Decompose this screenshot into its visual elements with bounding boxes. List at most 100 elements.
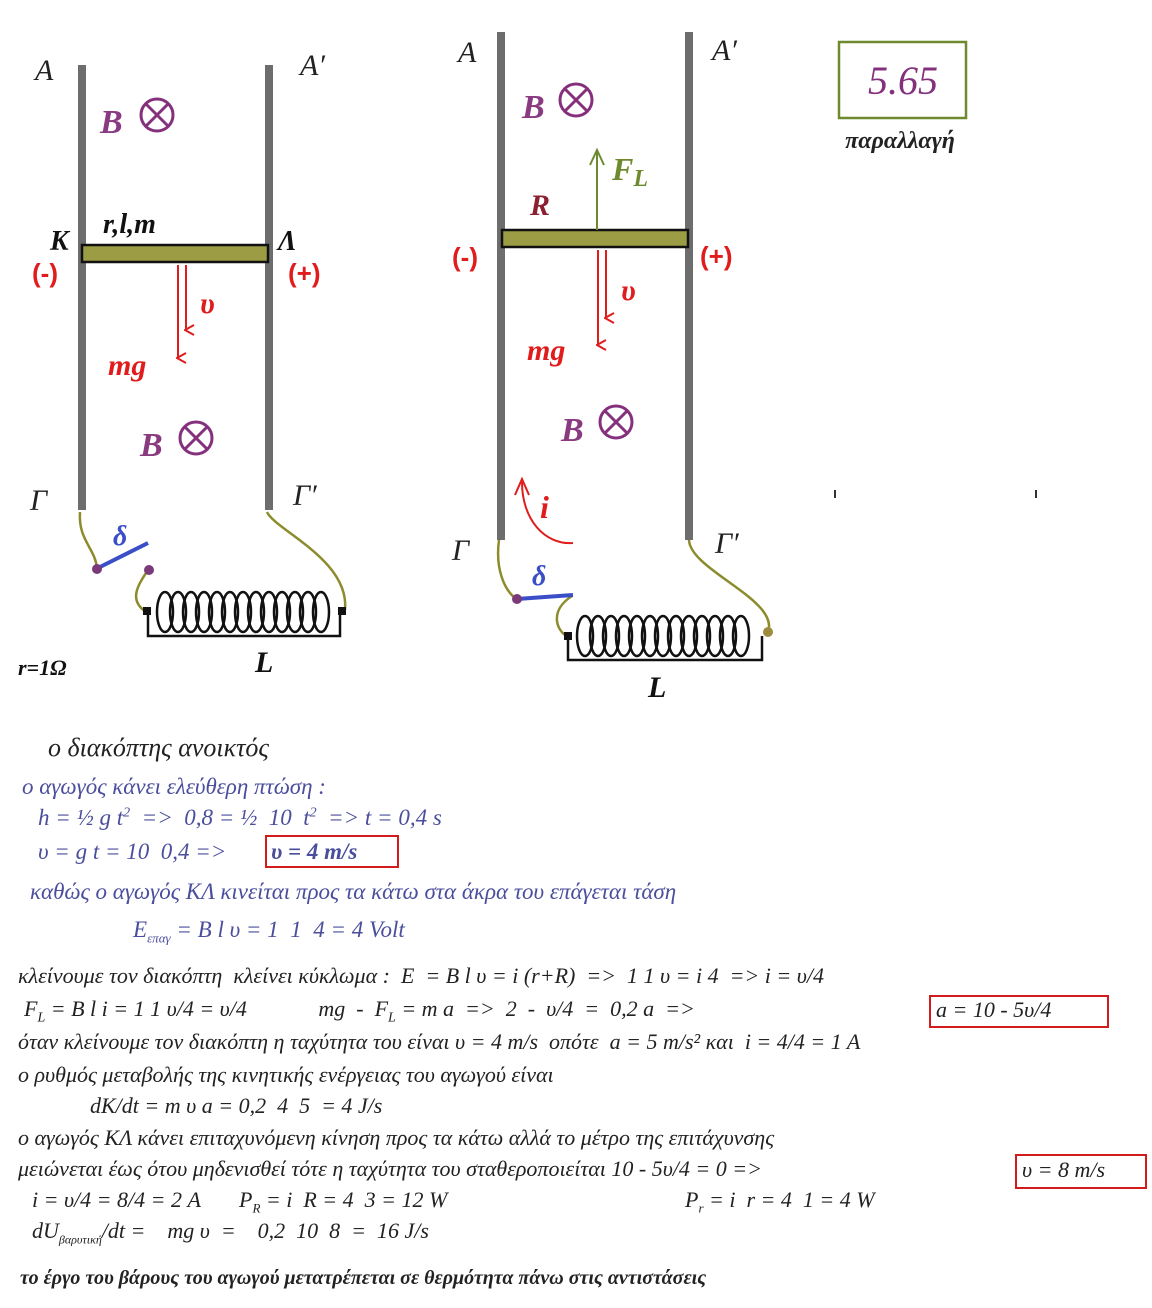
left-wire-right	[265, 511, 347, 611]
right-force-arrowhead	[589, 147, 605, 166]
right-field-bottom-icon	[598, 404, 634, 440]
left-plus-label: (+)	[288, 258, 321, 288]
line-13-part-f: = i r = 4 1 = 4 W	[703, 1187, 875, 1212]
line-5-part-c: = B l υ = 1 1 4 = 4 Volt	[170, 917, 405, 942]
left-label-bottom-left: Γ	[29, 484, 49, 517]
left-label-top-right: Α′	[298, 49, 325, 82]
line-14-part-a: dU	[32, 1218, 59, 1243]
left-velocity-label: υ	[200, 287, 215, 320]
line-14-sub: βαρυτική	[58, 1232, 102, 1247]
line-13-part-c: = i R = 4 3 = 12 W	[260, 1187, 448, 1212]
right-force-main: F	[611, 151, 633, 187]
left-minus-label: (-)	[32, 258, 58, 288]
badge-subtitle: παραλλαγή	[845, 128, 955, 154]
right-wire-right	[687, 539, 771, 633]
solution-line-4: καθώς ο αγωγός ΚΛ κινείται προς τα κάτω …	[30, 879, 677, 904]
left-field-bottom-label: B	[139, 427, 163, 464]
right-minus-label: (-)	[452, 242, 478, 272]
right-field-bottom-label: B	[560, 412, 584, 449]
line-2-part-e: => t = 0,4 s	[316, 805, 442, 830]
right-velocity-label: υ	[621, 274, 636, 307]
left-wire-middle	[134, 569, 150, 614]
right-current-label: i	[540, 489, 549, 525]
stray-mark-left	[834, 490, 836, 498]
result-box-velocity-1	[265, 835, 399, 868]
right-label-bottom-left: Γ	[451, 534, 471, 567]
problem-badge: 5.65 παραλλαγή	[837, 40, 968, 154]
line-2-exp-1: 2	[123, 805, 131, 821]
right-rod-label: R	[529, 189, 550, 222]
right-label-top-right: Α′	[710, 34, 737, 67]
left-resistance-label: r=1Ω	[18, 655, 67, 680]
left-field-top-label: B	[99, 104, 123, 141]
left-switch-blade	[97, 541, 149, 570]
right-rail-right	[685, 32, 693, 540]
right-plus-label: (+)	[700, 241, 733, 271]
solution-line-7: FL = B l i = 1 1 υ/4 = υ/4 mg - FL = m a…	[24, 998, 695, 1025]
solution-line-8: όταν κλείνουμε τον διακόπτη η ταχύτητα τ…	[18, 1029, 861, 1054]
line-2-exp-2: 2	[309, 805, 317, 821]
left-coil-terminal-left	[143, 607, 151, 615]
right-field-top-label: B	[521, 89, 545, 126]
solution-line-13-right: Pr = i r = 4 1 = 4 W	[685, 1187, 875, 1216]
left-coil-label: L	[254, 646, 273, 679]
left-rod-end-k: Κ	[49, 226, 71, 257]
right-coil-terminal-right	[763, 627, 773, 637]
line-7-part-e: = m a => 2 - υ/4 = 0,2 a =>	[395, 996, 695, 1021]
left-rod-end-l: Λ	[276, 226, 297, 257]
left-switch-contact	[144, 565, 154, 575]
line-13-sub-r: R	[252, 1200, 261, 1216]
right-switch-blade	[516, 593, 574, 601]
result-box-acceleration	[929, 995, 1109, 1028]
right-wire-left	[496, 539, 516, 599]
left-rod	[80, 243, 270, 264]
left-switch-label: δ	[113, 521, 127, 552]
left-label-top-left: Α	[33, 54, 54, 87]
line-7-sub-2: L	[388, 1010, 396, 1026]
left-rod-label: r,l,m	[103, 209, 156, 240]
left-rail-left	[78, 65, 86, 510]
solution-line-9: ο ρυθμός μεταβολής της κινητικής ενέργει…	[18, 1062, 554, 1087]
badge-frame	[837, 40, 968, 120]
solution-line-5: Eεπαγ = B l υ = 1 1 4 = 4 Volt	[133, 918, 405, 945]
line-7-part-a: F	[24, 996, 38, 1021]
right-diagram: Α Α′ Γ Γ′ B B FL R (-) (+) υ mg i δ L	[451, 32, 773, 704]
solution-line-12: μειώνεται έως ότου μηδενισθεί τότε η ταχ…	[18, 1156, 762, 1181]
line-14-part-c: /dt = mg υ = 0,2 10 8 = 16 J/s	[101, 1218, 429, 1243]
circuit-diagrams: Α Α′ Γ Γ′ B B r,l,m Κ Λ (-) (+) υ mg δ L…	[18, 32, 1037, 704]
left-rail-right	[265, 65, 273, 510]
solution-line-1: ο αγωγός κάνει ελεύθερη πτώση :	[22, 774, 326, 799]
solution-heading: ο διακόπτης ανοικτός	[48, 733, 269, 762]
right-label-bottom-right: Γ′	[714, 527, 739, 560]
solution-line-14: dUβαρυτική/dt = mg υ = 0,2 10 8 = 16 J/s	[32, 1218, 429, 1247]
line-5-part-a: E	[133, 917, 148, 942]
right-label-top-left: Α	[456, 36, 477, 69]
solution-line-2: h = ½ g t2 => 0,8 = ½ 10 t2 => t = 0,4 s	[38, 806, 442, 829]
line-13-sub-small-r: r	[698, 1200, 704, 1216]
result-velocity-1: υ = 4 m/s	[271, 839, 358, 864]
solution-line-3: υ = g t = 10 0,4 =>	[38, 839, 227, 864]
result-box-velocity-2	[1015, 1154, 1147, 1189]
left-coil-terminal-right	[338, 607, 346, 615]
stray-mark-right	[1035, 490, 1037, 498]
result-velocity-2: υ = 8 m/s	[1022, 1157, 1106, 1182]
left-weight-label: mg	[108, 349, 146, 382]
right-force-sub: L	[632, 166, 648, 192]
line-5-sub: επαγ	[147, 930, 171, 946]
right-current-arrow	[521, 481, 574, 545]
right-weight-label: mg	[527, 334, 565, 367]
right-switch-pivot	[512, 594, 522, 604]
right-current-arrowhead	[514, 476, 530, 496]
right-field-top-icon	[558, 82, 594, 118]
line-7-sub-1: L	[37, 1010, 46, 1026]
line-7-part-c: = B l i = 1 1 υ/4 = υ/4 mg - F	[45, 996, 389, 1021]
left-coil	[146, 590, 342, 638]
solution-line-6: κλείνουμε τον διακόπτη κλείνει κύκλωμα :…	[18, 963, 824, 988]
solution-conclusion: το έργο του βάρους του αγωγού μετατρέπετ…	[20, 1267, 707, 1289]
right-coil-label: L	[647, 671, 666, 704]
right-wire-middle	[555, 594, 573, 639]
left-switch-pivot	[92, 564, 102, 574]
right-rail-left	[497, 32, 505, 540]
left-label-bottom-right: Γ′	[292, 479, 317, 512]
